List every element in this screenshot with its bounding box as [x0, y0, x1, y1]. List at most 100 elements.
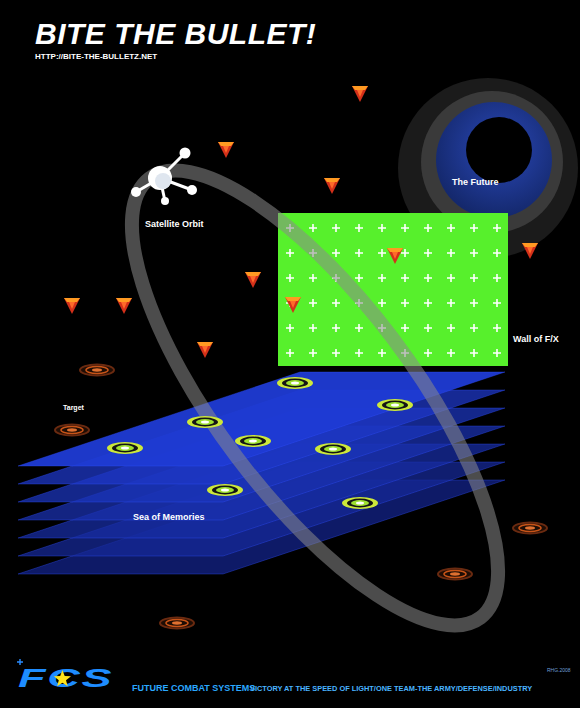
- plus-mark: [355, 349, 363, 357]
- portal-blue-disc: [436, 102, 552, 218]
- satellite-pod: [187, 185, 197, 195]
- dim-target-ring: [86, 366, 108, 373]
- gem-facet: [352, 86, 368, 90]
- target-ring: [315, 443, 351, 455]
- plus-mark: [309, 224, 317, 232]
- wall-panel: [278, 213, 508, 366]
- satellite-orbit: [71, 119, 559, 676]
- gem-facet: [197, 342, 213, 346]
- node-label: Sea of Memories: [133, 513, 205, 523]
- plus-mark: [470, 299, 478, 307]
- memory-layer: [18, 372, 505, 466]
- footer-plus: [17, 659, 23, 665]
- plus-mark: [470, 224, 478, 232]
- org-name: FUTURE COMBAT SYSTEMS: [132, 684, 255, 694]
- target-ring: [320, 445, 346, 454]
- dim-target-bullseye: [525, 526, 535, 529]
- portal-black-hole: [466, 117, 532, 183]
- plus-mark: [332, 274, 340, 282]
- satellite-core: [148, 166, 172, 190]
- plus-mark: [286, 224, 294, 232]
- plus-mark: [378, 249, 386, 257]
- logo-star: [54, 670, 71, 686]
- gem-body: [285, 297, 301, 313]
- target-ring: [212, 486, 238, 495]
- dim-target-ring: [519, 524, 541, 531]
- target-bullseye: [121, 447, 129, 450]
- target-ring: [342, 497, 378, 509]
- gem-highlight: [329, 182, 335, 189]
- plus-mark: [378, 349, 386, 357]
- dim-target-ring: [160, 618, 194, 629]
- plus-mark: [470, 324, 478, 332]
- memory-sea-shape: [18, 372, 505, 592]
- plus-mark: [447, 274, 455, 282]
- target-bullseye: [391, 404, 399, 407]
- target-ring: [382, 401, 408, 410]
- plus-mark: [378, 324, 386, 332]
- portal-mid-ring: [421, 91, 563, 233]
- target-ring: [386, 402, 404, 408]
- target-ring: [347, 499, 373, 508]
- plus-mark: [332, 224, 340, 232]
- plus-mark: [332, 349, 340, 357]
- plus-mark: [401, 324, 409, 332]
- target-ring: [192, 418, 218, 427]
- satellite-pod: [131, 187, 141, 197]
- gem-highlight: [121, 302, 127, 309]
- plus-mark: [447, 299, 455, 307]
- node-label: Wall of F/X: [513, 335, 559, 345]
- dim-target-ring: [55, 425, 89, 436]
- satellite-shade: [155, 173, 171, 189]
- target-bullseye: [291, 382, 299, 385]
- plus-mark: [286, 274, 294, 282]
- target-ring: [207, 484, 243, 496]
- target-ring: [107, 442, 143, 454]
- target-ring: [377, 399, 413, 411]
- target-ring: [282, 379, 308, 388]
- plus-mark: [447, 249, 455, 257]
- gem-facet: [522, 243, 538, 247]
- dim-target-ring: [61, 426, 83, 433]
- plus-mark: [401, 249, 409, 257]
- plus-mark: [493, 324, 501, 332]
- gem-body: [64, 298, 80, 314]
- target-ring: [277, 377, 313, 389]
- gem-body: [218, 142, 234, 158]
- poster-title: BITE THE BULLET!: [35, 17, 316, 50]
- gem-body: [387, 248, 403, 264]
- plus-mark: [355, 274, 363, 282]
- gem-facet: [245, 272, 261, 276]
- plus-mark: [447, 349, 455, 357]
- fx-wall-shape: [278, 213, 508, 366]
- dim-target-bullseye: [172, 621, 182, 624]
- target-bullseye: [221, 489, 229, 492]
- target-label: Target: [63, 404, 84, 412]
- gem-facet: [324, 178, 340, 182]
- logo-text: FCS: [18, 666, 113, 691]
- satellite-arm: [160, 178, 165, 201]
- gem-highlight: [223, 146, 229, 153]
- gem-facet: [64, 298, 80, 302]
- gem-highlight: [250, 276, 256, 283]
- gem-body: [197, 342, 213, 358]
- tagline: VICTORY AT THE SPEED OF LIGHT/ONE TEAM-T…: [250, 685, 532, 693]
- dim-target-ring: [444, 570, 466, 577]
- target-ring: [351, 500, 369, 506]
- plus-mark: [286, 249, 294, 257]
- plus-mark: [493, 274, 501, 282]
- plus-mark: [424, 324, 432, 332]
- plus-mark: [424, 249, 432, 257]
- target-ring: [286, 380, 304, 386]
- plus-mark: [424, 274, 432, 282]
- plus-mark: [286, 349, 294, 357]
- plus-mark: [493, 349, 501, 357]
- target-ring: [116, 445, 134, 451]
- plus-mark: [286, 324, 294, 332]
- target-bullseye: [201, 421, 209, 424]
- gem-highlight: [69, 302, 75, 309]
- gem-facet: [116, 298, 132, 302]
- orbit-label: Satellite Orbit: [145, 220, 204, 230]
- plus-mark: [424, 299, 432, 307]
